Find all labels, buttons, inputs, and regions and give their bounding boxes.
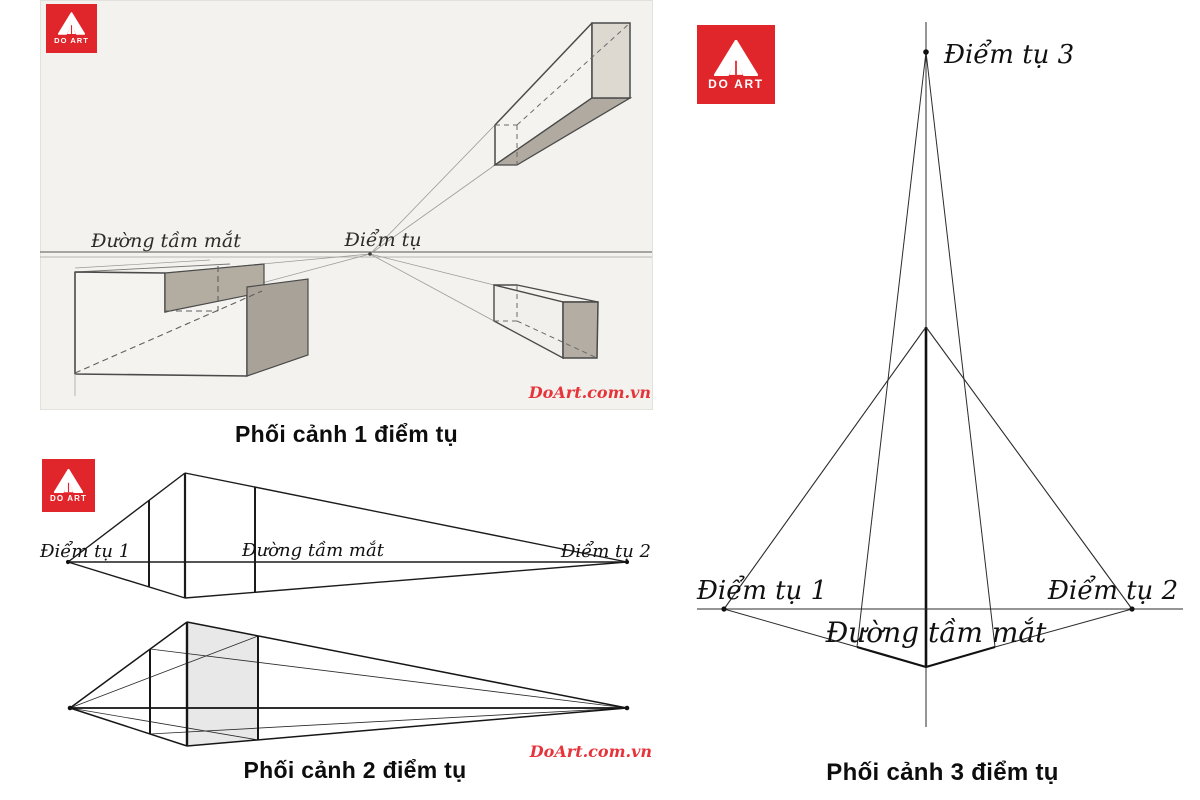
eye-line-label: Đường tầm mắt xyxy=(825,616,1047,649)
vp1-dot xyxy=(65,559,71,565)
top-corner-lines xyxy=(723,326,1133,610)
vp2-label: Điểm tụ 2 xyxy=(1047,575,1178,606)
panel1-caption: Phối cảnh 1 điểm tụ xyxy=(235,421,458,447)
vp1-dot xyxy=(67,705,73,711)
vp3-label: Điểm tụ 3 xyxy=(943,39,1074,70)
doart-tent-icon xyxy=(58,12,85,36)
small-box xyxy=(493,284,599,360)
vanishing-point-label: Điểm tụ xyxy=(343,229,421,251)
doart-tent-icon xyxy=(714,39,758,76)
step-blocks xyxy=(74,259,309,396)
one-point-perspective-diagram: Đường tầm mắt Điểm tụ DoArt.com.vn xyxy=(40,22,652,402)
watermark-text: DoArt.com.vn xyxy=(528,383,651,402)
bottom-corner-lines xyxy=(723,608,1133,669)
vp3-lines xyxy=(856,51,996,648)
three-point-perspective-diagram: Điểm tụ 3 Điểm tụ 1 Điểm tụ 2 Đường tầm … xyxy=(696,22,1183,727)
logo-text: DO ART xyxy=(708,76,764,91)
doart-logo: DO ART xyxy=(46,4,97,53)
doart-tent-icon xyxy=(54,468,83,493)
eye-line-label: Đường tầm mắt xyxy=(241,539,385,561)
eye-line-label: Đường tầm mắt xyxy=(90,230,241,252)
vp1-dot xyxy=(721,606,727,612)
doart-logo: DO ART xyxy=(697,25,775,104)
logo-text: DO ART xyxy=(49,493,88,503)
two-point-perspective-diagram: Điểm tụ 1 Đường tầm mắt Điểm tụ 2 DoArt.… xyxy=(39,472,652,761)
vp2-dot xyxy=(624,559,630,565)
vp1-label: Điểm tụ 1 xyxy=(696,575,827,606)
construction-lines xyxy=(69,635,628,741)
shaded-face xyxy=(187,622,258,746)
logo-text: DO ART xyxy=(54,36,89,46)
vanishing-point-dot xyxy=(368,252,372,256)
vp3-dot xyxy=(923,49,929,55)
vp-rays xyxy=(164,124,496,322)
vp2-dot xyxy=(624,705,630,711)
panel-one-point-photo: Đường tầm mắt Điểm tụ DoArt.com.vn xyxy=(40,0,653,410)
doart-logo: DO ART xyxy=(42,459,95,512)
watermark-text: DoArt.com.vn xyxy=(529,742,652,761)
two-point-box-outline xyxy=(65,472,630,599)
vp1-label: Điểm tụ 1 xyxy=(39,540,130,562)
two-point-box-shaded xyxy=(67,621,630,747)
vp2-dot xyxy=(1129,606,1135,612)
panel3-caption: Phối cảnh 3 điểm tụ xyxy=(826,759,1059,786)
vp2-label: Điểm tụ 2 xyxy=(560,540,651,562)
panel2-caption: Phối cảnh 2 điểm tụ xyxy=(243,757,467,783)
upper-box xyxy=(492,22,633,166)
